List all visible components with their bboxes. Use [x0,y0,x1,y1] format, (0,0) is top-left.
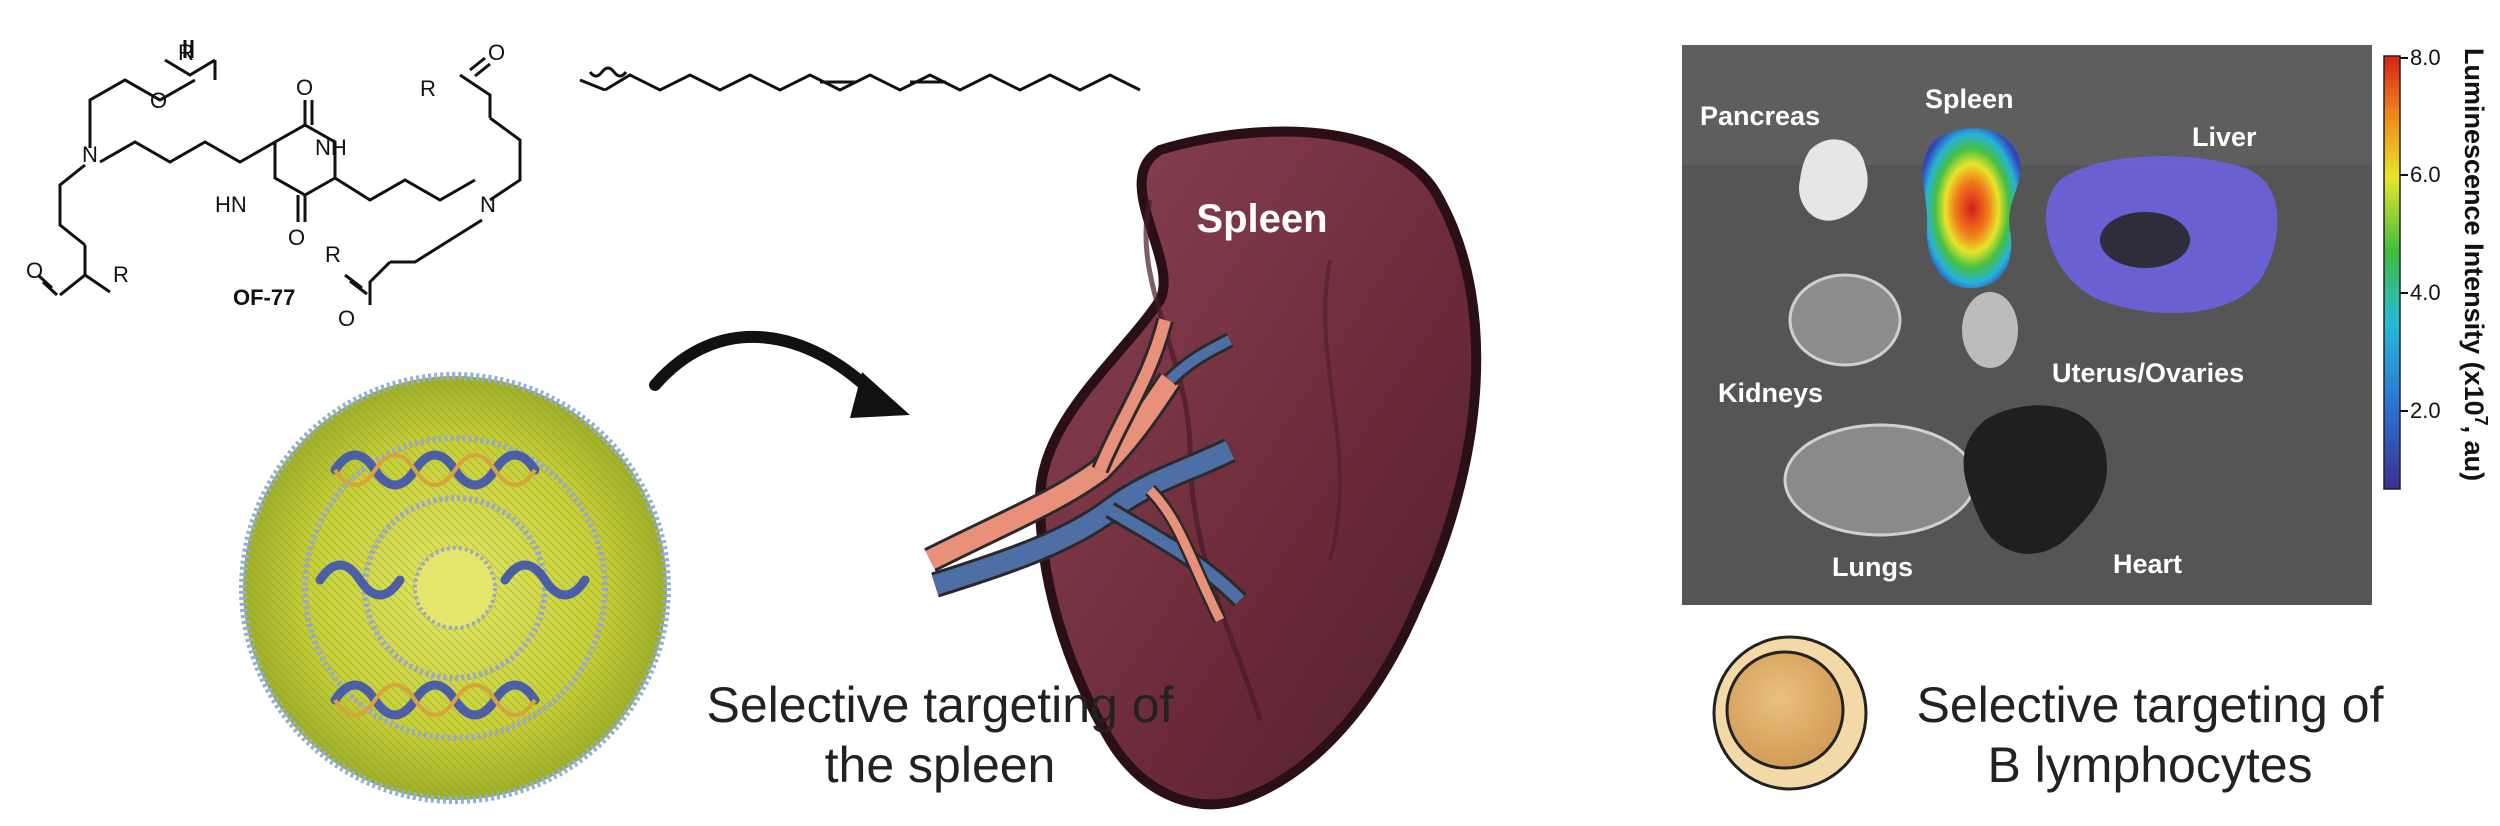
nh-label: NH [315,135,347,160]
targeting-arrow [649,331,910,418]
colorbar-label: Luminescence Intensity (x107, au) [2459,48,2491,481]
label-uterus: Uterus/Ovaries [2052,358,2244,388]
r-label-2: R [113,262,129,287]
o-ring-top: O [296,75,313,100]
molecule-labels: R O N R O NH HN O O N R O R O OF-77 [26,40,505,331]
colorbar-tick-6: 6.0 [2410,162,2441,187]
uterus-sample [1962,292,2018,368]
spleen-illustration: Spleen [924,126,1482,810]
heart-sample [1963,405,2107,554]
blood-vessels [924,317,1247,624]
lungs-sample [1783,423,1977,537]
colorbar-tick-8: 8.0 [2410,45,2441,70]
kidneys-sample [1788,273,1902,367]
nanoparticle [239,372,671,804]
label-liver: Liver [2192,122,2257,152]
o-label-4: O [338,306,355,331]
label-spleen: Spleen [1925,84,2014,114]
spleen-caption-line2: the spleen [824,737,1056,793]
o-label-1: O [150,88,167,113]
r-label-4: R [325,242,341,267]
hn-label: HN [215,192,247,217]
n-left-label: N [82,142,98,167]
spleen-sample-heat [1922,128,2021,289]
n-right-label: N [480,192,496,217]
imaging-panel: Pancreas Spleen Liver Kidneys Uterus/Ova… [1682,45,2491,605]
cell-caption-line2: B lymphocytes [1987,737,2313,793]
label-kidneys: Kidneys [1718,378,1823,408]
o-label-2: O [26,258,43,283]
liver-dark-center [2100,212,2190,268]
colorbar [2383,55,2401,490]
r-label-1: R [178,40,194,65]
cell-caption: Selective targeting of B lymphocytes [1880,675,2420,795]
molecule-structure [36,40,1141,305]
spleen-caption: Selective targeting of the spleen [660,675,1220,795]
colorbar-tick-4: 4.0 [2410,280,2441,305]
molecule-name: OF-77 [233,285,295,310]
label-pancreas: Pancreas [1700,101,1820,131]
o-label-3: O [488,40,505,65]
pancreas-sample [1799,139,1868,221]
label-heart: Heart [2113,549,2182,579]
b-lymphocyte-cell [1712,635,1868,791]
spleen-caption-line1: Selective targeting of [706,677,1174,733]
o-ring-bottom: O [288,225,305,250]
cell-caption-line1: Selective targeting of [1916,677,2384,733]
colorbar-tick-2: 2.0 [2410,398,2441,423]
spleen-organ-label: Spleen [1196,197,1327,241]
r-label-3: R [420,76,436,101]
label-lungs: Lungs [1832,552,1913,582]
